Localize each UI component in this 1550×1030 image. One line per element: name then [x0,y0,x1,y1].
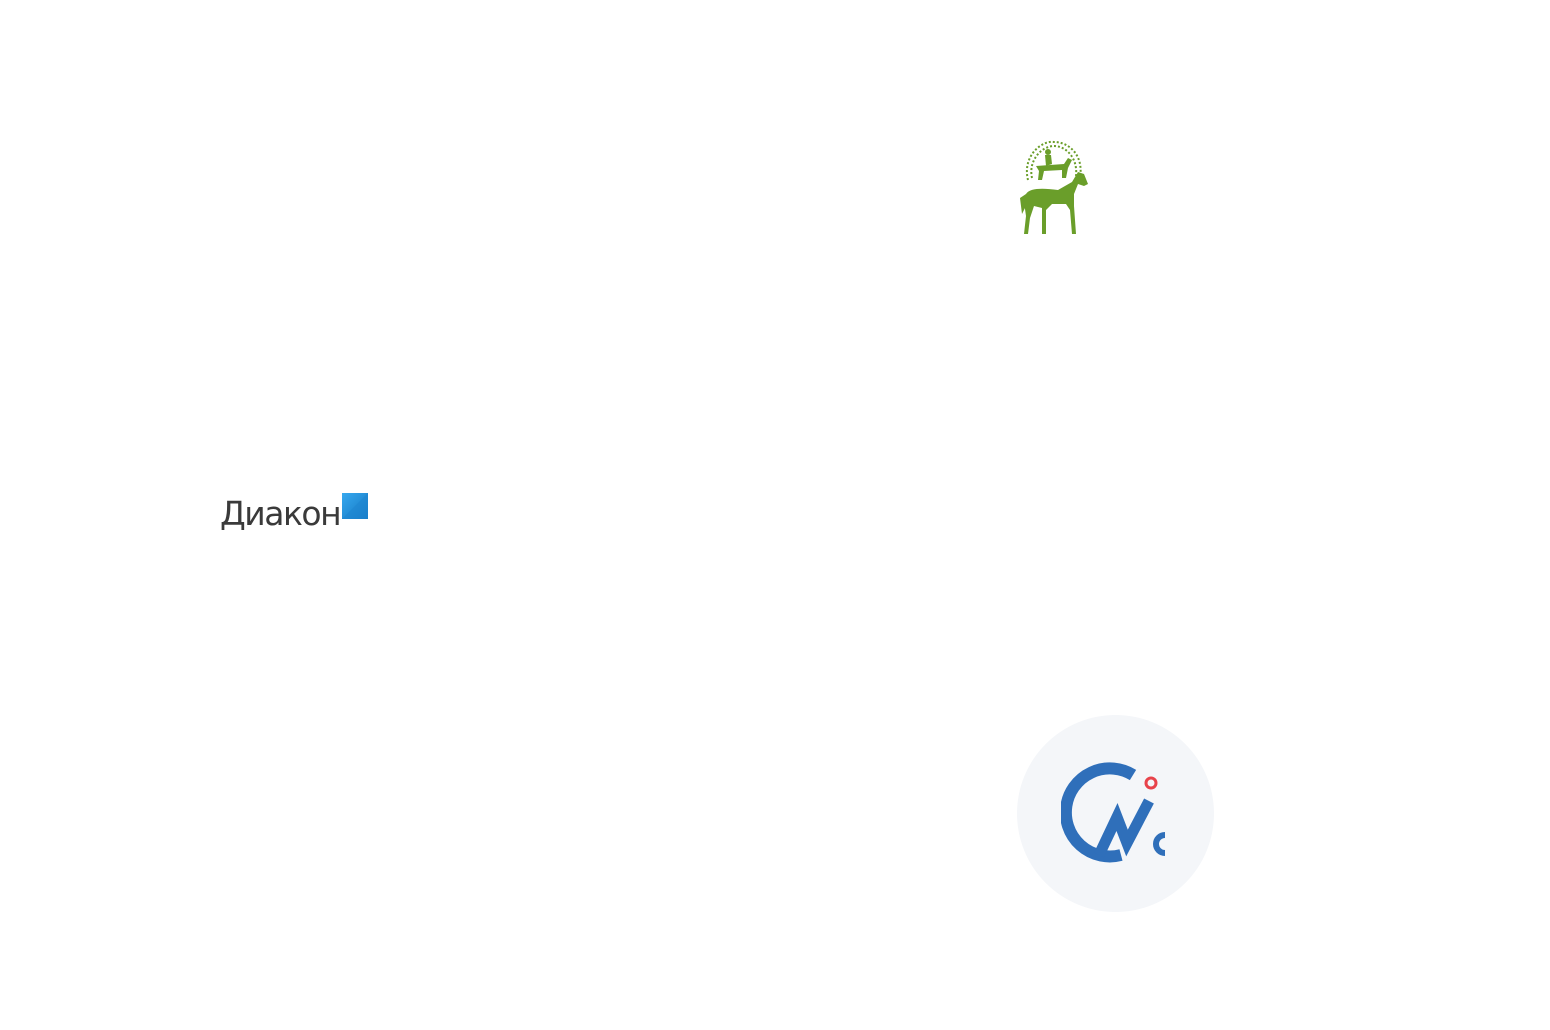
horse-rider-logo [1012,136,1096,240]
cw-monogram-icon [1061,762,1166,863]
cwc-logo [1017,715,1214,912]
diakon-wordmark: Диакон [220,494,342,533]
horse-rider-icon [1020,140,1088,234]
diakon-logo: Диакон [218,490,378,534]
blue-square-icon [342,493,368,519]
